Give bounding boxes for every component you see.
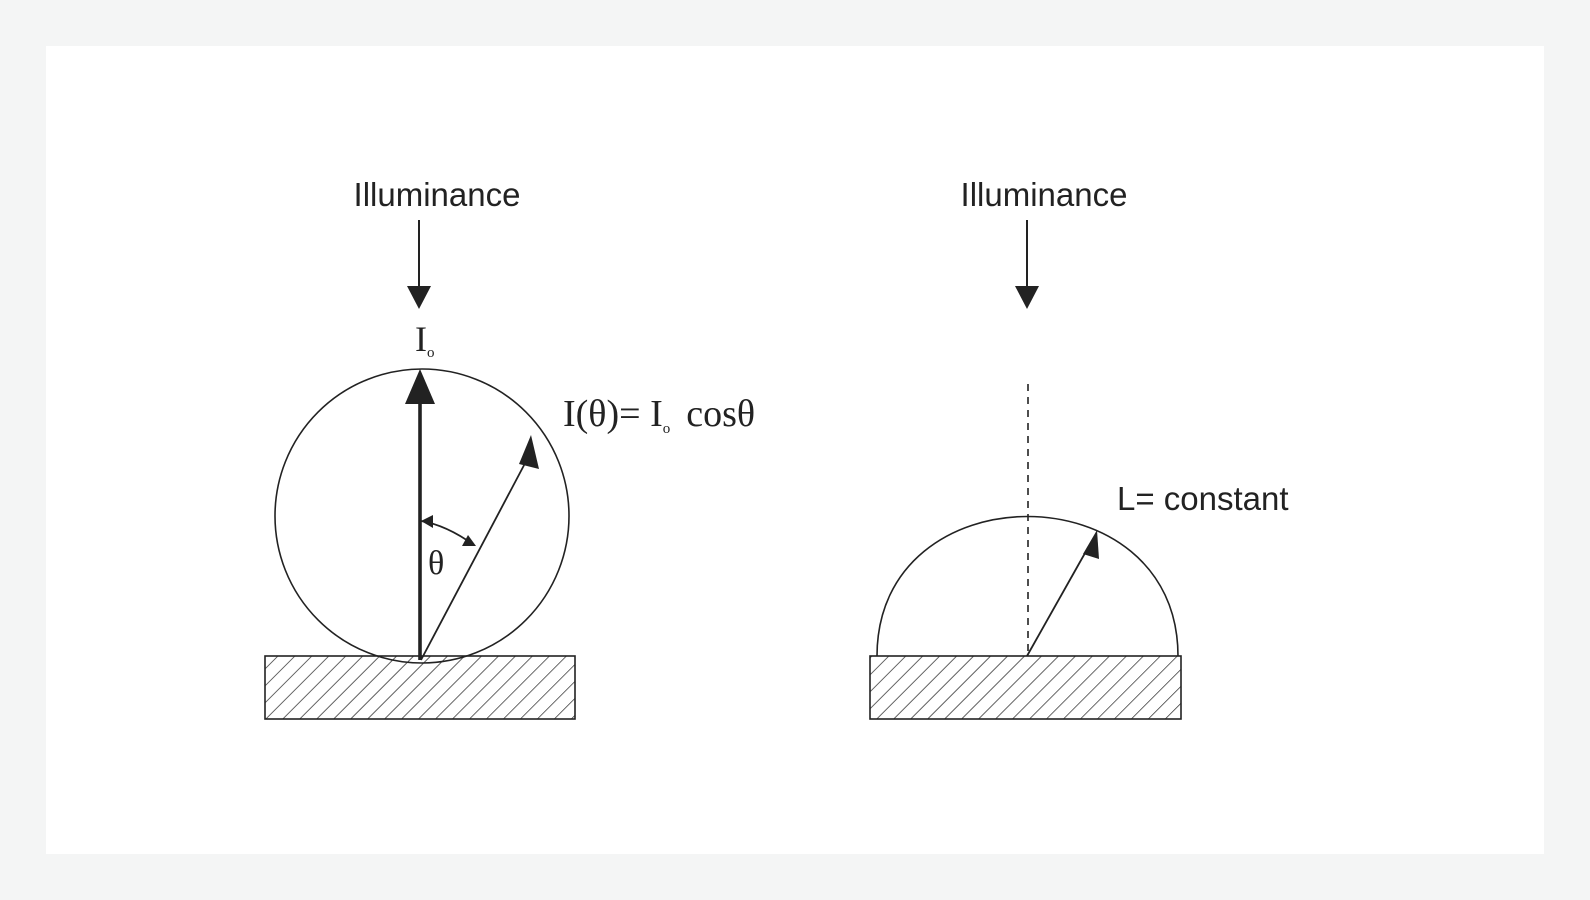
left-hatched-surface-icon (264, 655, 576, 720)
right-illuminance-label: Illuminance (961, 176, 1128, 213)
normal-intensity-arrow-icon (405, 369, 435, 660)
intensity-label-io: Io (415, 319, 435, 361)
right-hatched-surface-icon (869, 655, 1182, 720)
angled-intensity-arrow-icon (420, 435, 539, 661)
luminance-arrow-icon (1026, 530, 1099, 657)
right-diagram: Illuminance L= constant (869, 176, 1289, 720)
right-illuminance-arrow-icon (1015, 220, 1039, 309)
left-illuminance-label: Illuminance (354, 176, 521, 213)
constant-luminance-hemisphere (876, 515, 1179, 657)
intensity-distribution-circle (274, 368, 570, 664)
angle-theta-label: θ (428, 545, 444, 582)
constant-luminance-label: L= constant (1117, 480, 1289, 517)
left-illuminance-arrow-icon (407, 220, 431, 309)
angle-arc-icon (420, 515, 476, 546)
